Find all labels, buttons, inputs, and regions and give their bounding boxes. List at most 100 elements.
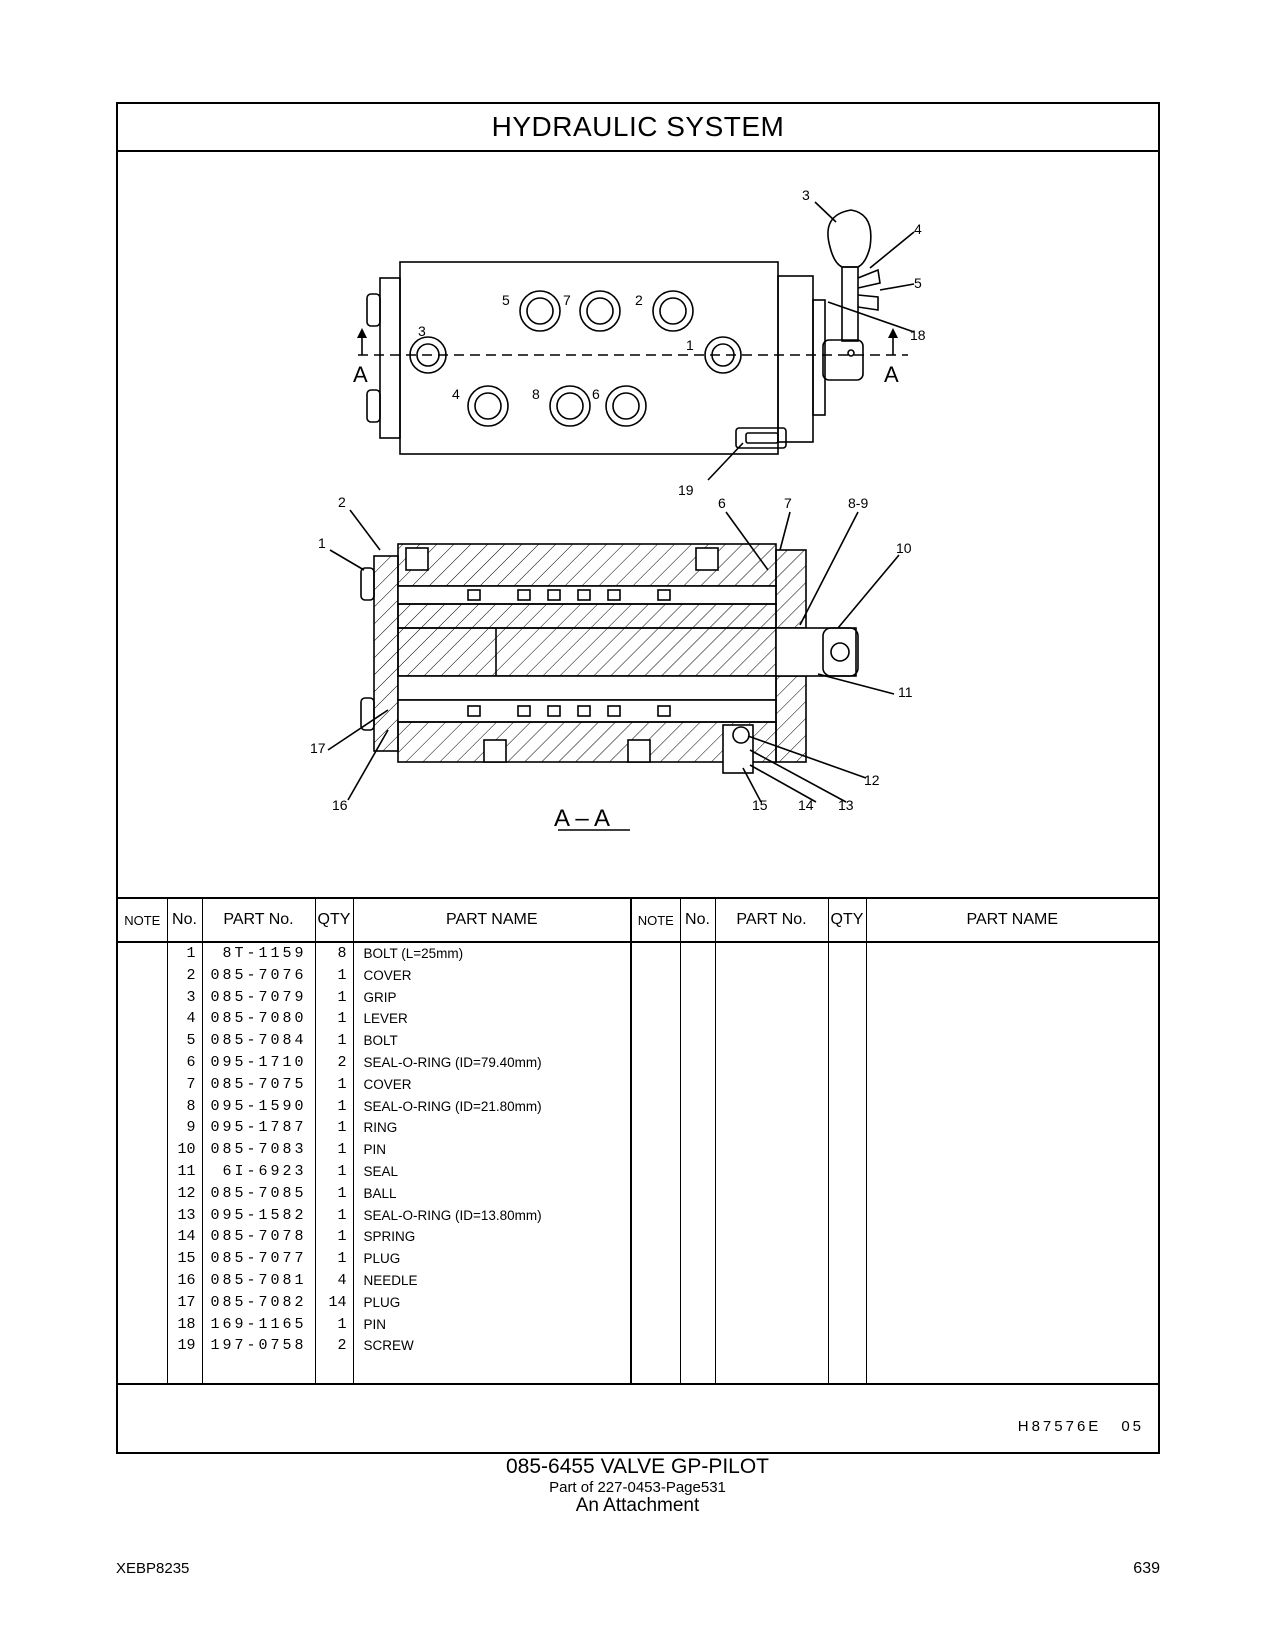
part-quantity: 1: [337, 1162, 347, 1180]
part-number-index: 9: [186, 1119, 196, 1137]
callout-label: 2: [338, 494, 346, 510]
col-note-right: NOTE: [630, 897, 680, 943]
col-note: NOTE: [118, 897, 167, 943]
part-number-index: 5: [186, 1032, 196, 1050]
callout-label: 13: [838, 797, 854, 813]
part-name: SCREW: [363, 1338, 414, 1354]
callout-label: 2: [635, 292, 643, 308]
part-number-index: 14: [177, 1228, 196, 1246]
callout-label: 14: [798, 797, 814, 813]
col-no: No.: [166, 897, 202, 943]
callout-label: 16: [332, 797, 348, 813]
callout-label: 11: [898, 684, 913, 700]
part-quantity: 1: [337, 1010, 347, 1028]
part-number-index: 13: [177, 1206, 196, 1224]
part-name: BOLT: [363, 1033, 398, 1049]
part-number: 095-1787: [210, 1119, 307, 1137]
part-quantity: 14: [328, 1293, 347, 1311]
assembly-parent: Part of 227-0453-Page531: [549, 1479, 726, 1496]
callout-label: 19: [678, 482, 694, 498]
callout-label: 3: [802, 187, 810, 203]
part-number-index: 3: [186, 988, 196, 1006]
callout-label: 5: [914, 275, 922, 291]
part-number: 095-1590: [210, 1097, 307, 1115]
part-number: 095-1582: [210, 1206, 307, 1224]
reference-code: H87576E: [1017, 1418, 1102, 1435]
callout-label: 1: [318, 535, 326, 551]
parts-table: NOTE No. PART No. QTY PART NAME NOTE No.…: [118, 897, 1158, 1385]
part-number: 095-1710: [210, 1053, 307, 1071]
part-number: 197-0758: [210, 1337, 307, 1355]
part-name: BALL: [363, 1185, 397, 1201]
part-number: 085-7075: [210, 1075, 307, 1093]
part-number-index: 12: [177, 1184, 196, 1202]
part-number: 085-7076: [210, 966, 307, 984]
part-quantity: 1: [337, 1206, 347, 1224]
parts-page-frame: HYDRAULIC SYSTEM: [116, 102, 1160, 1454]
part-number-index: 16: [177, 1271, 196, 1289]
col-no-right: No.: [679, 897, 715, 943]
col-part-name-right: PART NAME: [865, 897, 1158, 943]
part-name: SEAL: [363, 1163, 399, 1179]
part-name: SPRING: [363, 1229, 416, 1245]
part-name: PLUG: [363, 1294, 401, 1310]
part-quantity: 1: [337, 1097, 347, 1115]
callout-label: 6: [718, 495, 726, 511]
part-number-index: 10: [177, 1141, 196, 1159]
part-quantity: 1: [337, 988, 347, 1006]
part-name: LEVER: [363, 1011, 408, 1027]
callout-label: 6: [592, 386, 600, 402]
part-number-index: 15: [177, 1250, 196, 1268]
part-number: 169-1165: [210, 1315, 307, 1333]
part-name: GRIP: [363, 989, 397, 1005]
part-number: 085-7077: [210, 1250, 307, 1268]
callout-label: 4: [452, 386, 460, 402]
page-number: 639: [1133, 1560, 1160, 1577]
port-circles: [409, 290, 742, 427]
part-number: 085-7082: [210, 1293, 307, 1311]
part-name: SEAL-O-RING (ID=13.80mm): [363, 1207, 542, 1223]
part-quantity: 1: [337, 1184, 347, 1202]
part-number: 085-7084: [210, 1032, 307, 1050]
callout-label: 4: [914, 221, 922, 237]
part-quantity: 1: [337, 1141, 347, 1159]
part-name: PIN: [363, 1316, 387, 1332]
part-name: NEEDLE: [363, 1272, 418, 1288]
part-quantity: 1: [337, 1228, 347, 1246]
part-number: 085-7078: [210, 1228, 307, 1246]
part-number: 085-7080: [210, 1010, 307, 1028]
exploded-diagram: 3 4 5 18 5 7 2 3 1 4 8 6 19 A A: [118, 150, 1158, 897]
part-name: PIN: [363, 1142, 387, 1158]
section-labels: 2 1 6 7 8-9 10 11 12 13 14 15 16 17 A – …: [310, 494, 913, 832]
page-title: HYDRAULIC SYSTEM: [118, 104, 1158, 152]
part-number-index: 8: [186, 1097, 196, 1115]
part-number: 085-7085: [210, 1184, 307, 1202]
part-number-index: 19: [177, 1337, 196, 1355]
document-code: XEBP8235: [116, 1560, 190, 1577]
col-qty: QTY: [314, 897, 353, 943]
callout-label: 3: [418, 323, 426, 339]
part-number: 6I-6923: [222, 1162, 307, 1180]
part-quantity: 1: [337, 1032, 347, 1050]
part-name: COVER: [363, 1076, 412, 1092]
callout-label: 12: [864, 772, 880, 788]
col-part-no-right: PART No.: [714, 897, 828, 943]
top-view-labels: 3 4 5 18 5 7 2 3 1 4 8 6 19 A A: [353, 187, 926, 498]
part-name: RING: [363, 1120, 398, 1136]
part-number-index: 18: [177, 1315, 196, 1333]
col-qty-right: QTY: [827, 897, 866, 943]
part-name: BOLT (L=25mm): [363, 946, 464, 961]
callout-label: 8-9: [848, 495, 868, 511]
callout-label: 18: [910, 327, 926, 343]
assembly-title: 085-6455 VALVE GP-PILOT: [505, 1455, 770, 1478]
part-number-index: 6: [186, 1053, 196, 1071]
section-view: [327, 509, 900, 831]
part-quantity: 1: [337, 1315, 347, 1333]
part-number-index: 7: [186, 1075, 196, 1093]
part-name: SEAL-O-RING (ID=79.40mm): [363, 1054, 542, 1070]
part-quantity: 1: [337, 1250, 347, 1268]
